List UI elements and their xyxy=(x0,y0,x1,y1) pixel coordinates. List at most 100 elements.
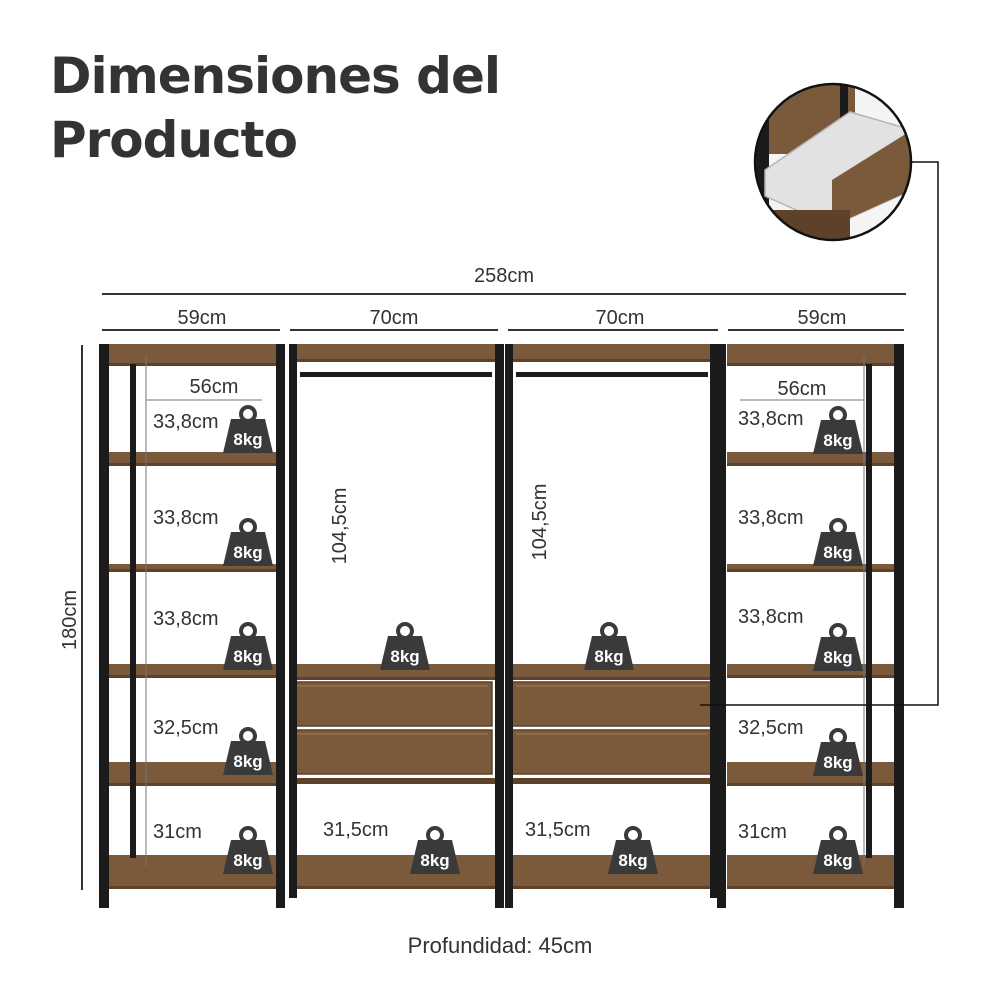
weight-icon-right-2-handle xyxy=(829,518,847,536)
weight-icon-right-3: 8kg xyxy=(813,623,863,671)
label-compartment-right-5: 31cm xyxy=(738,821,787,843)
frame-post-2 xyxy=(130,364,136,858)
weight-icon-right-3-label: 8kg xyxy=(823,648,852,667)
drawer-unit-top-1 xyxy=(289,664,499,680)
weight-icon-left-3-body xyxy=(223,636,273,670)
weight-icon-mid-2-top-label: 8kg xyxy=(594,647,623,666)
drawer-unit-top-2-edge xyxy=(509,677,719,680)
weight-icon-mid-1-bottom-handle xyxy=(426,826,444,844)
shelf-right-2 xyxy=(727,564,903,572)
weight-icon-left-1-label: 8kg xyxy=(233,430,262,449)
frame-post-1 xyxy=(99,344,109,908)
weight-icon-right-3-handle xyxy=(829,623,847,641)
weight-icon-right-2-label: 8kg xyxy=(823,543,852,562)
label-inner-width-left: 56cm xyxy=(190,376,239,398)
frame-post-10 xyxy=(894,344,904,908)
bottom-right-edge xyxy=(727,886,903,889)
label-hanging-height-1: 104,5cm xyxy=(329,488,351,565)
bottom-mid-1-edge xyxy=(289,886,499,889)
weight-icon-right-1-body xyxy=(813,420,863,454)
label-hanging-height-2: 104,5cm xyxy=(529,484,551,561)
drawer-unit-top-2 xyxy=(509,664,719,680)
shelf-right-3-edge xyxy=(727,675,903,678)
weight-icon-mid-1-top-label: 8kg xyxy=(390,647,419,666)
shelf-left-3-edge xyxy=(103,675,279,678)
page-title: Dimensiones del Producto xyxy=(50,44,501,172)
weight-icon-right-2-body xyxy=(813,532,863,566)
weight-icon-right-1-label: 8kg xyxy=(823,431,852,450)
weight-icon-mid-1-bottom-label: 8kg xyxy=(420,851,449,870)
page-title-line1: Dimensiones del xyxy=(50,47,501,105)
hanging-rod-2 xyxy=(516,372,708,377)
top-mid-1-edge xyxy=(289,359,499,362)
label-module-width-4: 59cm xyxy=(798,307,847,329)
weight-icon-left-4-handle xyxy=(239,727,257,745)
label-compartment-right-2: 33,8cm xyxy=(738,507,804,529)
weight-icon-left-1-body xyxy=(223,419,273,453)
weight-icon-right-1: 8kg xyxy=(813,406,863,454)
weight-icon-right-4-label: 8kg xyxy=(823,753,852,772)
shelf-right-1 xyxy=(727,452,903,466)
depth-label: Profundidad: 45cm xyxy=(407,933,593,958)
weight-icon-left-1: 8kg xyxy=(223,405,273,453)
shelf-right-2-edge xyxy=(727,569,903,572)
zoom-drawer-front xyxy=(832,130,910,226)
weight-icon-right-3-body xyxy=(813,637,863,671)
zoom-lower-wood xyxy=(760,210,850,239)
frame-post-6 xyxy=(505,344,513,908)
drawer-unit-base-1 xyxy=(289,778,499,784)
label-compartment-right-4: 32,5cm xyxy=(738,717,804,739)
weight-icon-left-5: 8kg xyxy=(223,826,273,874)
weight-icon-mid-2-top-handle xyxy=(600,622,618,640)
weight-icon-left-2-body xyxy=(223,532,273,566)
weight-icon-left-1-handle xyxy=(239,405,257,423)
zoom-frame-post-2 xyxy=(840,85,848,124)
shelf-left-1 xyxy=(103,452,279,466)
top-mid-2-edge xyxy=(509,359,719,362)
shelf-left-2 xyxy=(103,564,279,572)
zoom-circle-border xyxy=(753,82,913,242)
bottom-left-edge xyxy=(103,886,279,889)
label-compartment-mid-1: 31,5cm xyxy=(323,819,389,841)
weight-icon-left-5-body xyxy=(223,840,273,874)
weight-icon-left-3-label: 8kg xyxy=(233,647,262,666)
top-right-edge xyxy=(727,363,903,366)
weight-icon-mid-1-top-handle xyxy=(396,622,414,640)
shelf-right-4-edge xyxy=(727,783,903,786)
label-height: 180cm xyxy=(59,590,81,650)
zoom-frame-post xyxy=(756,85,769,239)
page-title-line2: Producto xyxy=(50,111,298,169)
weight-icon-mid-1-bottom: 8kg xyxy=(410,826,460,874)
hanging-rod-1 xyxy=(300,372,492,377)
top-left-edge xyxy=(103,363,279,366)
top-mid-1 xyxy=(289,344,499,362)
shelf-left-2-edge xyxy=(103,569,279,572)
weight-icon-mid-1-bottom-body xyxy=(410,840,460,874)
frame-post-7 xyxy=(710,344,718,898)
weight-icon-mid-2-bottom-body xyxy=(608,840,658,874)
label-compartment-left-4: 32,5cm xyxy=(153,717,219,739)
bottom-mid-1 xyxy=(289,855,499,889)
weight-icon-right-5-handle xyxy=(829,826,847,844)
top-mid-2 xyxy=(509,344,719,362)
top-right xyxy=(727,344,903,366)
weight-icon-mid-2-top: 8kg xyxy=(584,622,634,670)
weight-icon-mid-1-top-body xyxy=(380,636,430,670)
weight-icon-right-4-body xyxy=(813,742,863,776)
weight-icon-left-5-label: 8kg xyxy=(233,851,262,870)
frame-post-3 xyxy=(276,344,285,908)
label-module-width-3: 70cm xyxy=(596,307,645,329)
weight-icon-left-2-label: 8kg xyxy=(233,543,262,562)
weight-icon-left-3-handle xyxy=(239,622,257,640)
label-compartment-right-1: 33,8cm xyxy=(738,408,804,430)
label-module-width-2: 70cm xyxy=(370,307,419,329)
weight-icon-left-4: 8kg xyxy=(223,727,273,775)
frame-post-8 xyxy=(717,344,726,908)
weight-icon-left-5-handle xyxy=(239,826,257,844)
weight-icon-right-5-label: 8kg xyxy=(823,851,852,870)
weight-icon-mid-2-bottom-handle xyxy=(624,826,642,844)
shelf-right-1-edge xyxy=(727,463,903,466)
label-module-width-1: 59cm xyxy=(178,307,227,329)
drawer-4 xyxy=(511,729,713,775)
label-inner-width-right: 56cm xyxy=(778,378,827,400)
